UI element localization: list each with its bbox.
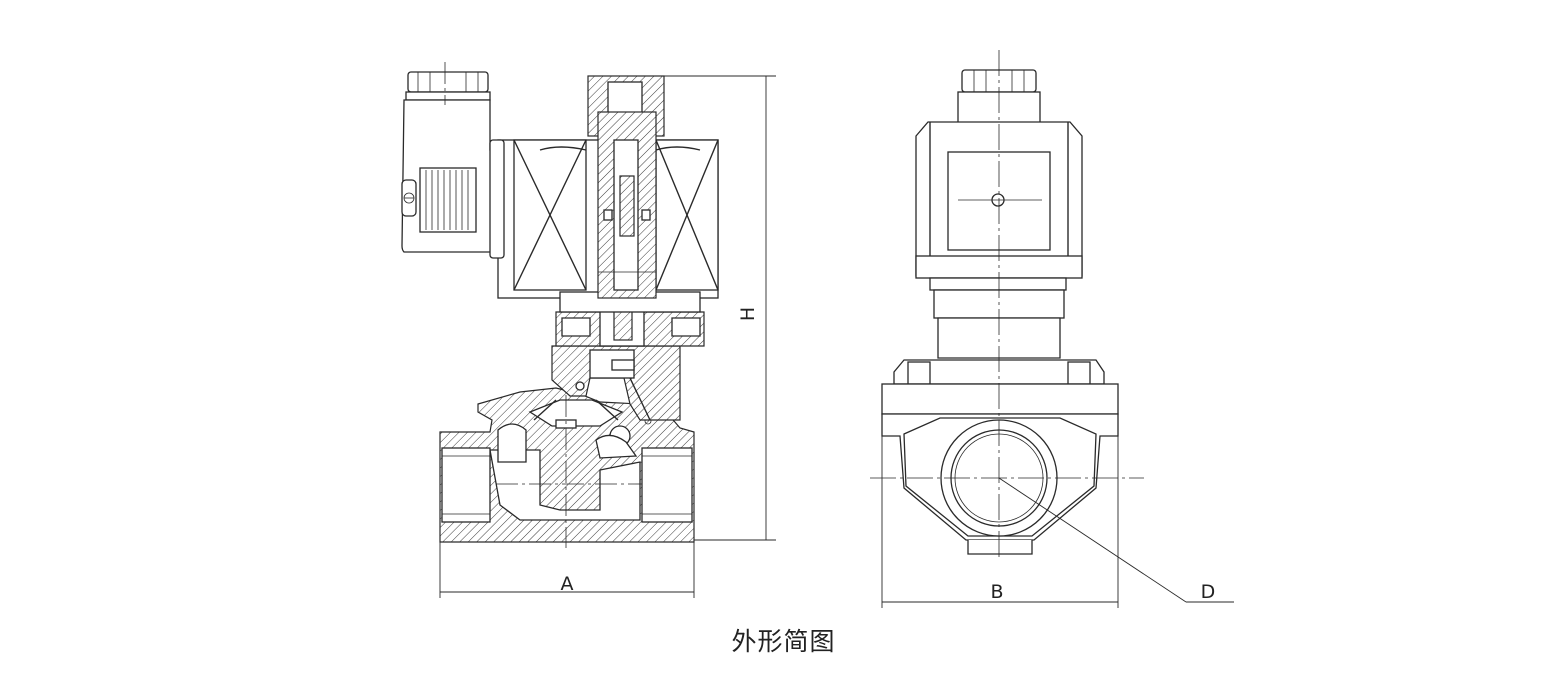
dimension-b: B bbox=[881, 436, 1119, 608]
dimension-a-label: A bbox=[561, 573, 574, 595]
dimension-h: H bbox=[664, 75, 776, 541]
bonnet-section bbox=[551, 345, 681, 421]
dimension-b-label: B bbox=[990, 581, 1003, 603]
dimension-a: A bbox=[439, 542, 695, 598]
drawing-caption: 外形简图 bbox=[731, 627, 836, 656]
section-view: H A bbox=[401, 62, 776, 598]
dimension-d-leader: D bbox=[998, 477, 1234, 603]
connector-grip-lines bbox=[425, 170, 469, 230]
dimension-d-label: D bbox=[1201, 581, 1216, 603]
valve-body-section bbox=[439, 387, 695, 543]
connector-plug bbox=[401, 71, 505, 259]
front-view: B D bbox=[870, 50, 1234, 608]
dimension-h-label: H bbox=[737, 307, 759, 321]
armature-tube-section bbox=[587, 75, 665, 299]
front-body bbox=[881, 383, 1119, 555]
